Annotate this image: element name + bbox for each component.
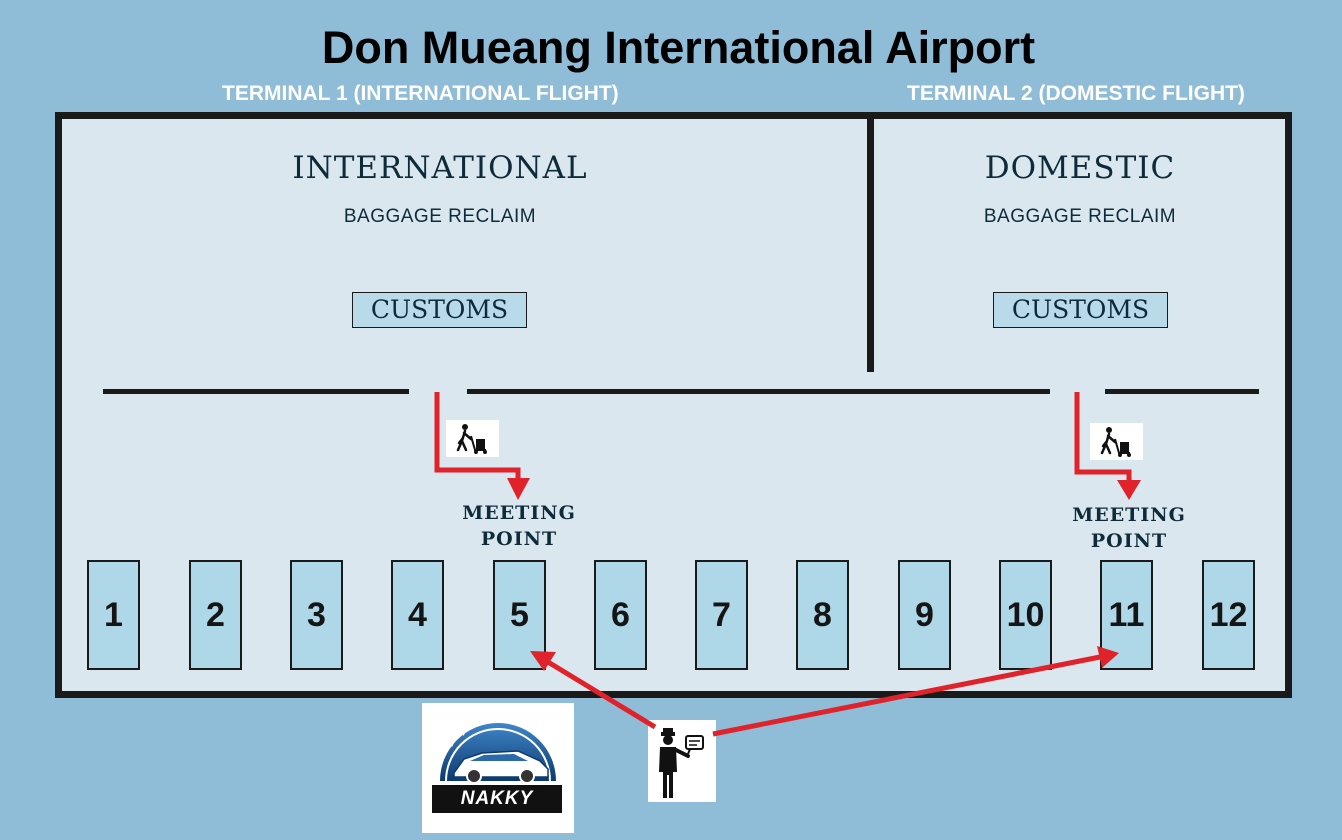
domestic-customs: CUSTOMS — [993, 292, 1168, 328]
logo-text: NAKKY TOUR — [432, 785, 562, 833]
meeting-point-line2: POINT — [480, 528, 558, 550]
exit-door-2: 2 — [189, 560, 242, 670]
domestic-baggage-reclaim: BAGGAGE RECLAIM — [983, 206, 1177, 227]
domestic-meeting-point: MEETING POINT — [1049, 502, 1209, 554]
exit-door-1: 1 — [87, 560, 140, 670]
domestic-hall-title: DOMESTIC — [984, 150, 1176, 186]
meeting-point-line1: MEETING — [462, 502, 576, 524]
arrow-head — [507, 478, 530, 500]
arrival-wall-segment — [103, 389, 409, 394]
tour-guide-icon — [648, 720, 716, 802]
luggage-trolley-icon — [446, 420, 499, 457]
arrival-wall-segment — [467, 389, 1050, 394]
international-hall-title: INTERNATIONAL — [292, 150, 588, 186]
page-title: Don Mueang International Airport — [321, 22, 1036, 73]
international-baggage-reclaim: BAGGAGE RECLAIM — [343, 206, 537, 227]
arrow-head — [530, 651, 556, 671]
terminal-1-label: TERMINAL 1 (INTERNATIONAL FLIGHT) — [222, 82, 619, 105]
exit-door-4: 4 — [391, 560, 444, 670]
luggage-trolley-icon — [1090, 423, 1143, 460]
terminal-2-label: TERMINAL 2 (DOMESTIC FLIGHT) — [907, 82, 1245, 105]
exit-door-11: 11 — [1100, 560, 1153, 670]
exit-door-12: 12 — [1202, 560, 1255, 670]
arrow-head — [1117, 480, 1141, 500]
domestic-route-line — [1074, 392, 1132, 484]
exit-door-8: 8 — [796, 560, 849, 670]
exit-door-10: 10 — [999, 560, 1052, 670]
guide-to-door-5-line — [546, 659, 657, 730]
international-route-line — [434, 392, 521, 482]
exit-door-6: 6 — [594, 560, 647, 670]
meeting-point-line2: POINT — [1090, 530, 1168, 552]
international-customs: CUSTOMS — [352, 292, 527, 328]
arrival-wall-segment — [1105, 389, 1259, 394]
arrow-head — [1097, 646, 1119, 668]
guide-to-door-11-line — [712, 654, 1101, 737]
terminal-divider-wall — [867, 116, 874, 372]
international-meeting-point: MEETING POINT — [439, 500, 599, 552]
nakky-tour-logo: NAKKY TOUR — [422, 703, 574, 833]
meeting-point-line1: MEETING — [1072, 504, 1186, 526]
exit-door-3: 3 — [290, 560, 343, 670]
terminal-building — [55, 112, 1292, 698]
exit-door-9: 9 — [898, 560, 951, 670]
exit-door-7: 7 — [695, 560, 748, 670]
